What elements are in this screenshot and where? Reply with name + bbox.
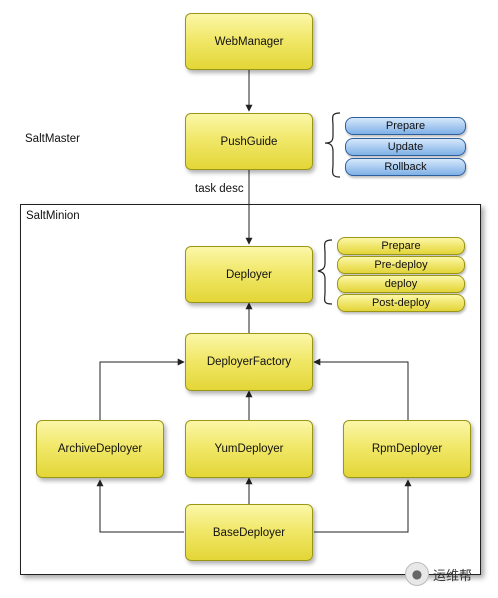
pushguide-action-rollback: Rollback xyxy=(345,158,466,176)
deployer-phase-predeploy: Pre-deploy xyxy=(337,256,465,274)
edge-base-rpm xyxy=(314,479,412,533)
node-pushguide: PushGuide xyxy=(185,113,313,170)
pushguide-brace xyxy=(324,112,341,178)
deployer-phase-postdeploy: Post-deploy xyxy=(337,294,465,312)
deployer-phase-prepare: Prepare xyxy=(337,237,465,255)
watermark-logo-icon: ● xyxy=(405,562,429,586)
node-yumdeployer: YumDeployer xyxy=(185,420,313,478)
edge-rpm-factory xyxy=(313,358,409,420)
watermark: ● 运维帮 xyxy=(405,562,472,586)
node-deployerfactory: DeployerFactory xyxy=(185,333,313,391)
node-archivedeployer: ArchiveDeployer xyxy=(36,420,164,478)
deployer-brace xyxy=(317,239,333,305)
node-deployer: Deployer xyxy=(185,246,313,303)
edge-base-archive xyxy=(96,479,184,533)
salt-master-label: SaltMaster xyxy=(25,133,80,145)
node-rpmdeployer: RpmDeployer xyxy=(343,420,471,478)
edge-archive-factory xyxy=(99,358,185,420)
watermark-text: 运维帮 xyxy=(433,568,473,584)
node-webmanager: WebManager xyxy=(185,13,313,70)
pushguide-action-update: Update xyxy=(345,138,466,156)
salt-minion-label: SaltMinion xyxy=(26,210,80,222)
task-desc-label: task desc xyxy=(195,183,244,195)
deployer-phase-deploy: deploy xyxy=(337,275,465,293)
pushguide-action-prepare: Prepare xyxy=(345,117,466,135)
node-basedeployer: BaseDeployer xyxy=(185,504,313,561)
